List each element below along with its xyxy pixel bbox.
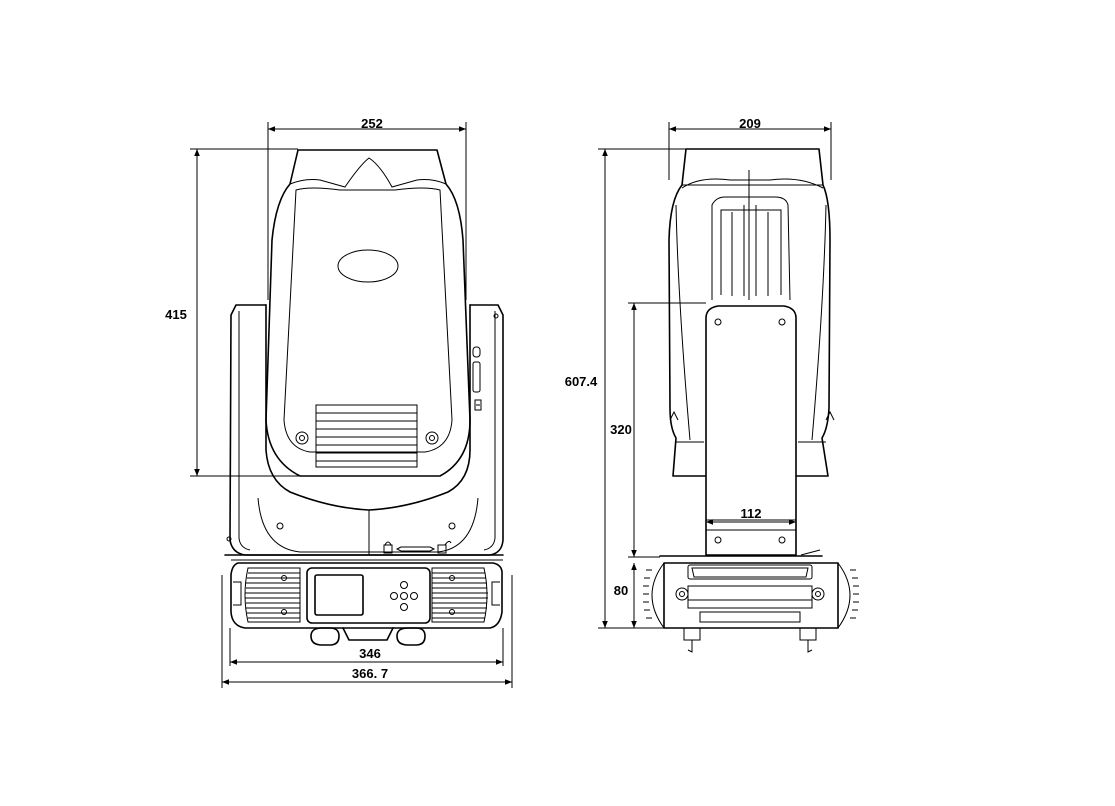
logo-ellipse — [337, 249, 399, 283]
front-view: 252 415 346 366. 7 — [165, 116, 513, 688]
dim-head-height: 415 — [165, 307, 187, 322]
dim-total-height: 607.4 — [565, 374, 598, 389]
side-dimensions: 209 607.4 320 80 112 — [565, 116, 832, 629]
side-yoke-arm — [659, 305, 823, 557]
side-base — [643, 562, 859, 653]
front-yoke — [224, 304, 504, 561]
dim-arm-width: 112 — [741, 506, 762, 521]
control-buttons — [390, 581, 418, 611]
side-head — [668, 148, 835, 477]
front-dimensions: 252 415 346 366. 7 — [165, 116, 513, 688]
front-base — [230, 562, 503, 646]
dim-base-width: 346 — [359, 646, 381, 661]
left-vent-grille — [244, 567, 301, 623]
dim-overall-width: 366. 7 — [352, 666, 388, 681]
dim-top-width: 252 — [361, 116, 383, 131]
front-head-vent — [315, 404, 418, 468]
dim-side-top-width: 209 — [739, 116, 761, 131]
dim-yoke-height: 320 — [610, 422, 632, 437]
lcd-screen — [314, 574, 364, 616]
front-head — [265, 149, 471, 477]
dim-base-height: 80 — [614, 583, 628, 598]
right-vent-grille — [431, 567, 488, 623]
side-view: 209 607.4 320 80 112 — [565, 116, 859, 653]
control-panel — [306, 567, 431, 624]
